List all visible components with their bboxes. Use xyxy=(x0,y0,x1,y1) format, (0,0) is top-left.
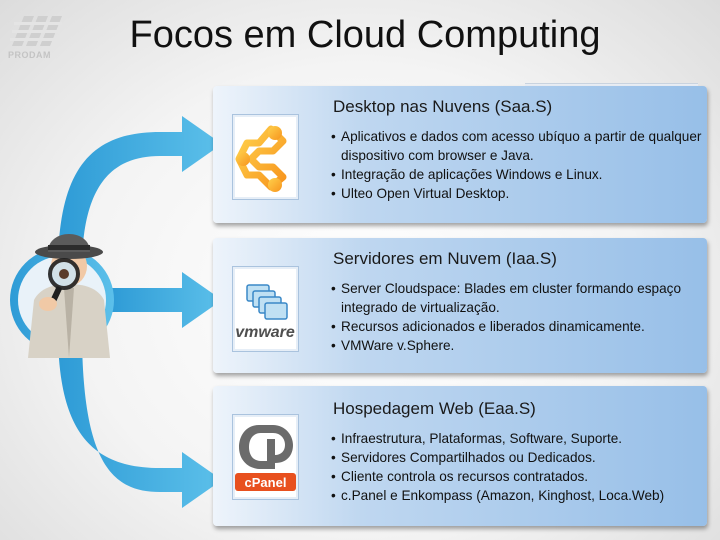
icon-frame: vmware xyxy=(232,266,299,352)
arrow-to-card-1 xyxy=(58,116,222,270)
card-web-hosting: cPanel Hospedagem Web (Eaa.S) Infraestru… xyxy=(213,386,707,526)
list-item: Cliente controla os recursos contratados… xyxy=(331,467,703,486)
card-title: Servidores em Nuvem (Iaa.S) xyxy=(333,249,557,268)
list-item: Recursos adicionados e liberados dinamic… xyxy=(331,317,703,336)
vmware-logo-icon: vmware xyxy=(235,284,295,341)
arrow-to-card-2 xyxy=(110,272,222,328)
list-item: Infraestrutura, Plataformas, Software, S… xyxy=(331,429,703,448)
cpanel-logo-icon: cPanel xyxy=(235,425,296,491)
list-item: Integração de aplicações Windows e Linux… xyxy=(331,165,703,184)
list-item: Ulteo Open Virtual Desktop. xyxy=(331,184,703,203)
card-title: Desktop nas Nuvens (Saa.S) xyxy=(333,97,553,116)
bullet-list: Aplicativos e dados com acesso ubíquo a … xyxy=(331,127,703,203)
icon-frame xyxy=(232,114,299,200)
cpanel-logo-text: cPanel xyxy=(245,475,287,490)
card-tab-decoration xyxy=(525,83,698,88)
vmware-logo-text: vmware xyxy=(235,324,295,341)
icon-frame: cPanel xyxy=(232,414,299,500)
bullet-list: Infraestrutura, Plataformas, Software, S… xyxy=(331,429,703,505)
list-item: VMWare v.Sphere. xyxy=(331,336,703,355)
card-desktop-cloud: Desktop nas Nuvens (Saa.S) Aplicativos e… xyxy=(213,86,707,223)
prodam-logo-icon xyxy=(10,16,62,46)
list-item: Aplicativos e dados com acesso ubíquo a … xyxy=(331,127,703,165)
logo-text: PRODAM xyxy=(8,50,51,60)
card-title: Hospedagem Web (Eaa.S) xyxy=(333,399,536,418)
bullet-list: Server Cloudspace: Blades em cluster for… xyxy=(331,279,703,355)
list-item: Servidores Compartilhados ou Dedicados. xyxy=(331,448,703,467)
page-title: Focos em Cloud Computing xyxy=(129,14,601,56)
list-item: Server Cloudspace: Blades em cluster for… xyxy=(331,279,703,317)
list-item: c.Panel e Enkompass (Amazon, Kinghost, L… xyxy=(331,486,703,505)
ulteo-logo-icon xyxy=(235,125,287,192)
card-cloud-servers: vmware Servidores em Nuvem (Iaa.S) Serve… xyxy=(213,238,707,373)
detective-image xyxy=(28,234,110,358)
